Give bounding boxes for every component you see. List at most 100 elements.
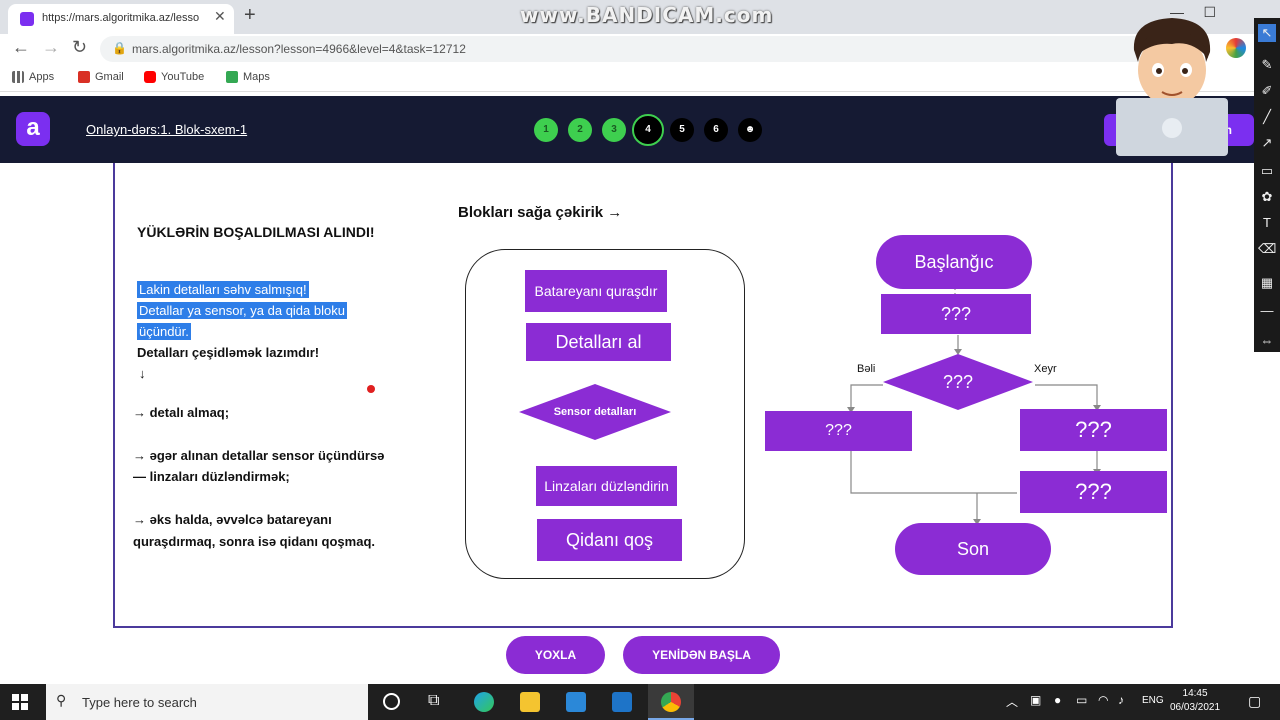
url-text: mars.algoritmika.az/lesson?lesson=4966&l… [132,42,466,56]
browser-tab[interactable]: https://mars.algoritmika.az/lesso ✕ [8,4,234,34]
store-icon[interactable] [566,692,586,712]
bookmark-apps[interactable]: Apps [12,71,54,83]
lesson-title-link[interactable]: Onlayn-dərs:1. Blok-sxem-1 [86,122,248,137]
close-tab-icon[interactable]: ✕ [214,8,226,24]
chrome-taskbar-button[interactable] [648,684,694,720]
yes-branch-label: Bəli [857,363,876,375]
bookmark-maps[interactable]: Maps [226,71,270,83]
marker-icon[interactable]: ✐ [1261,83,1273,98]
site-favicon-icon [20,12,34,26]
recording-watermark: www.BANDICAM.com [520,3,774,27]
presenter-avatar [1116,18,1228,156]
step-4-current[interactable]: 4 [632,114,664,146]
maps-icon [226,71,238,83]
search-placeholder: Type here to search [82,695,197,710]
app-logo[interactable]: a [16,112,50,146]
down-arrow: ↓ [139,366,146,381]
file-explorer-icon[interactable] [520,692,540,712]
reload-icon[interactable]: ↻ [72,37,88,57]
arrow-tool-icon[interactable]: ↗ [1261,135,1273,150]
battery-icon[interactable]: ▭ [1076,693,1088,707]
step-5[interactable]: 5 [670,118,694,142]
cortana-icon[interactable] [383,693,400,710]
bookmark-label: Apps [29,71,55,83]
lock-icon: 🔒 [112,41,127,55]
rectangle-icon[interactable]: ▭ [1260,163,1274,178]
step-6[interactable]: 6 [704,118,728,142]
windows-start-icon[interactable] [12,694,28,710]
task-heading: YÜKLƏRİN BOŞALDILMASI ALINDI! [137,224,375,240]
mosaic-icon[interactable]: ▦ [1260,275,1274,290]
restart-button[interactable]: YENİDƏN BAŞLA [623,636,780,674]
mail-icon[interactable] [612,692,632,712]
gmail-icon [78,71,90,83]
instruction-step: — linzaları düzləndirmək; [133,469,290,484]
text-icon[interactable]: T [1263,215,1271,230]
task-view-icon[interactable]: ⧉ [428,692,440,709]
edge-browser-icon[interactable] [474,692,494,712]
tray-expand-icon[interactable]: ︿ [1006,695,1019,709]
instruction-step: → əgər alınan detallar sensor üçündürsə [133,448,385,463]
wifi-icon[interactable]: ◠ [1098,693,1109,707]
divider-icon: — [1260,303,1274,318]
taskbar-clock[interactable]: 14:45 06/03/2021 [1170,687,1220,715]
block-adjust-lenses[interactable]: Linzaları düzləndirin [536,466,677,506]
window-controls[interactable]: — ☐ [1170,4,1216,20]
bookmark-label: Maps [243,71,270,83]
microphone-icon[interactable]: ● [1054,693,1062,707]
finish-smiley-icon[interactable]: ☻ [738,118,762,142]
block-install-battery[interactable]: Batareyanı quraşdır [525,270,667,312]
step-3[interactable]: 3 [602,118,626,142]
browser-tab-bar: https://mars.algoritmika.az/lesso ✕ + ww… [0,0,1280,34]
cursor-icon[interactable]: ↖ [1258,24,1276,42]
bookmark-gmail[interactable]: Gmail [78,71,124,83]
address-bar[interactable]: 🔒 mars.algoritmika.az/lesson?lesson=4966… [100,36,1150,62]
forward-icon[interactable]: → [42,37,60,57]
pen-icon[interactable]: ✎ [1261,57,1273,72]
mouse-pointer-icon [367,385,375,393]
flowchart-slot-yes[interactable]: ??? [765,411,912,451]
drawing-toolbar: ↖ ✎ ✐ ╱ ↗ ▭ ✿ T ⌫ ▦ — ⇔ [1254,18,1280,352]
block-get-details[interactable]: Detalları al [526,323,671,361]
eraser-icon[interactable]: ⌫ [1258,241,1277,256]
instruction-step: quraşdırmaq, sonra isə qidanı qoşmaq. [133,534,376,549]
bookmark-label: Gmail [95,71,124,83]
bookmark-youtube[interactable]: YouTube [144,71,204,83]
collapse-icon[interactable]: ⇔ [1260,333,1274,348]
step-2[interactable]: 2 [568,118,592,142]
highlighted-line: Lakin detalları səhv salmışıq! [137,281,309,298]
apps-grid-icon [12,71,24,83]
flowchart-start: Başlanğıc [876,235,1032,289]
notifications-icon[interactable]: ▢ [1248,693,1262,709]
no-branch-label: Xeyr [1034,363,1057,375]
block-palette [465,249,745,579]
bookmarks-bar: Apps Gmail YouTube Maps [0,64,1280,92]
line-icon[interactable]: ╱ [1263,109,1271,124]
tab-title: https://mars.algoritmika.az/lesso [42,12,200,24]
tray-app-icon[interactable]: ▣ [1030,693,1042,707]
flowchart-slot-no-2[interactable]: ??? [1020,471,1167,513]
browser-toolbar: ← → ↻ 🔒 mars.algoritmika.az/lesson?lesso… [0,34,1280,64]
stamp-icon[interactable]: ✿ [1261,189,1273,204]
block-connect-power[interactable]: Qidanı qoş [537,519,682,561]
task-panel: YÜKLƏRİN BOŞALDILMASI ALINDI! Lakin deta… [113,163,1173,628]
taskbar-search-box[interactable]: ⚲ Type here to search [46,684,368,720]
flowchart-connectors [847,287,1101,525]
check-button[interactable]: YOXLA [506,636,605,674]
profile-avatar-icon[interactable] [1226,38,1246,58]
volume-icon[interactable]: ♪ [1118,693,1124,707]
app-header: a Onlayn-dərs:1. Blok-sxem-1 1 2 3 4 5 6… [0,96,1280,163]
flowchart-slot-1[interactable]: ??? [881,294,1031,334]
windows-taskbar: ⚲ Type here to search ⧉ ︿ ▣ ● ▭ ◠ ♪ ENG … [0,684,1280,720]
clock-time: 14:45 [1182,688,1208,699]
flowchart-slot-no-1[interactable]: ??? [1020,409,1167,451]
palette-title: Blokları sağa çəkirik → [458,204,623,221]
language-indicator[interactable]: ENG [1142,695,1164,706]
chrome-icon [661,692,681,712]
sort-instruction: Detalları çeşidləmək lazımdır! [137,345,320,360]
bookmark-label: YouTube [161,71,205,83]
new-tab-icon[interactable]: + [244,4,256,26]
step-1[interactable]: 1 [534,118,558,142]
back-icon[interactable]: ← [12,37,30,57]
highlighted-line: üçündür. [137,323,191,340]
